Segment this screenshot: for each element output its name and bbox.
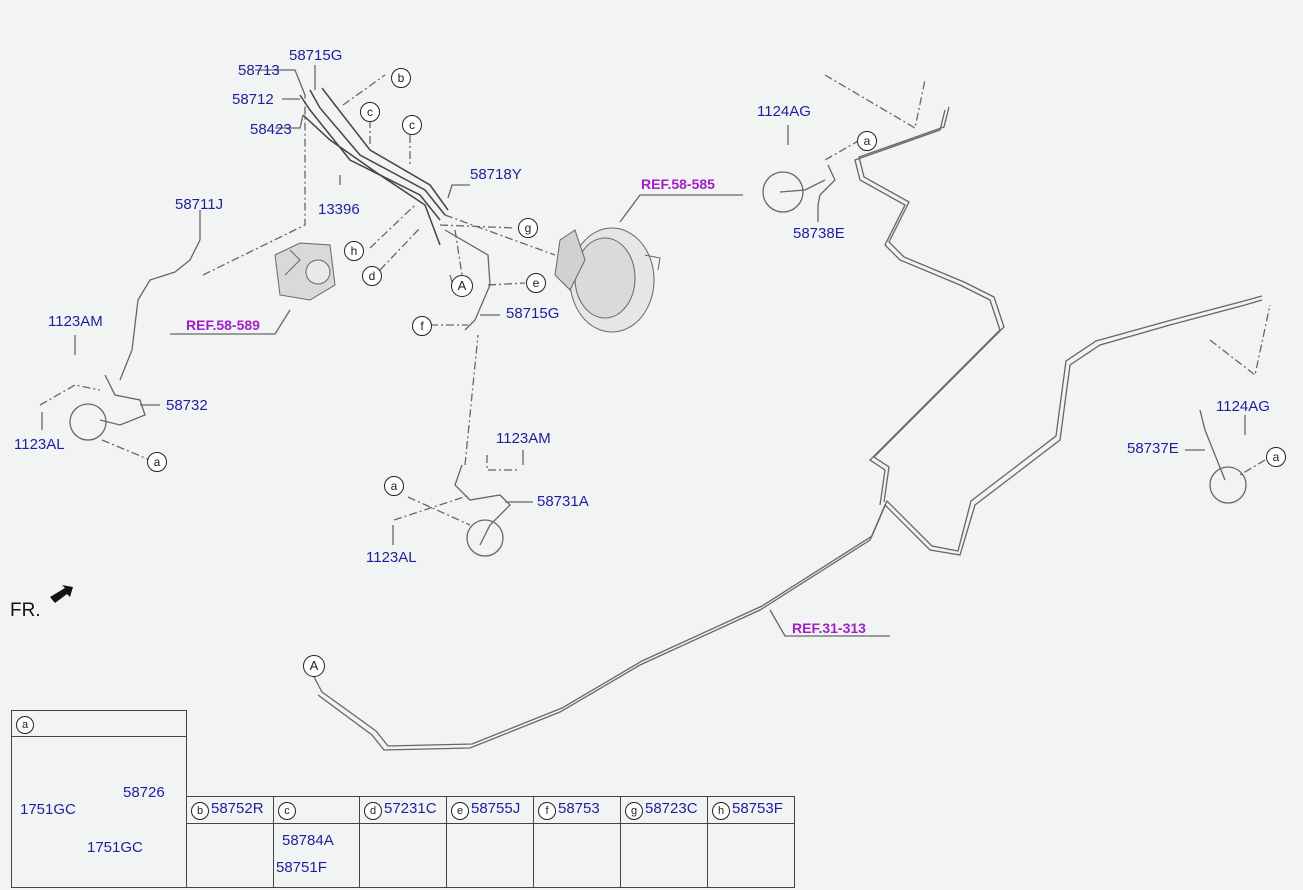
front-indicator: FR. — [10, 600, 41, 621]
label-1124AG-right: 1124AG — [1216, 398, 1270, 415]
legend-cell-g-part: 58723C — [645, 800, 698, 817]
label-1123AL-left: 1123AL — [14, 436, 65, 453]
label-58715G-mid: 58715G — [506, 305, 560, 322]
legend-cell-c-part-58784A: 58784A — [282, 832, 334, 849]
legend-label-1751GC-bottom: 1751GC — [87, 839, 143, 856]
callout-a-right: a — [1266, 447, 1286, 467]
legend-label-58726: 58726 — [123, 784, 165, 801]
legend-cell-f-part: 58753 — [558, 800, 600, 817]
legend-cell-f-letter: f — [538, 802, 556, 820]
callout-c-1: c — [360, 102, 380, 122]
label-58737E: 58737E — [1127, 440, 1179, 457]
label-58423: 58423 — [250, 121, 292, 138]
ref-58-589-link[interactable]: REF.58-589 — [186, 317, 260, 333]
abs-module-illustration — [274, 242, 336, 301]
label-1123AL-mid: 1123AL — [366, 549, 417, 566]
callout-A-1: A — [451, 275, 473, 297]
legend-label-1751GC-top: 1751GC — [20, 801, 76, 818]
callout-c-2: c — [402, 115, 422, 135]
label-13396: 13396 — [318, 201, 360, 218]
label-1124AG-top: 1124AG — [757, 103, 811, 120]
legend-cell-c: c 58784A 58751F — [274, 797, 360, 888]
legend-box-a: a 1751GC 58726 1751GC — [11, 710, 187, 888]
legend-cell-g-letter: g — [625, 802, 643, 820]
label-58713: 58713 — [238, 62, 280, 79]
callout-d: d — [362, 266, 382, 286]
legend-cell-h-letter: h — [712, 802, 730, 820]
label-1123AM-left: 1123AM — [48, 313, 103, 330]
label-58731A: 58731A — [537, 493, 589, 510]
legend-box-a-letter: a — [16, 716, 34, 734]
label-58715G-top: 58715G — [289, 47, 343, 64]
legend-cell-c-letter: c — [278, 802, 296, 820]
legend-cell-h-part: 58753F — [732, 800, 783, 817]
callout-a-mid: a — [384, 476, 404, 496]
callout-a-left: a — [147, 452, 167, 472]
label-58718Y: 58718Y — [470, 166, 522, 183]
legend-cell-b-letter: b — [191, 802, 209, 820]
legend-cell-d-part: 57231C — [384, 800, 437, 817]
legend-cell-e-letter: e — [451, 802, 469, 820]
label-58712: 58712 — [232, 91, 274, 108]
callout-g: g — [518, 218, 538, 238]
ref-31-313-link[interactable]: REF.31-313 — [792, 620, 866, 636]
ref-58-585-link[interactable]: REF.58-585 — [641, 176, 715, 192]
callout-b: b — [391, 68, 411, 88]
brake-booster-illustration — [554, 227, 661, 333]
front-arrow-icon — [50, 585, 73, 603]
legend-box-a-header: a — [12, 711, 186, 737]
label-1123AM-mid: 1123AM — [496, 430, 551, 447]
callout-a-top: a — [857, 131, 877, 151]
callout-A-2: A — [303, 655, 325, 677]
callout-f: f — [412, 316, 432, 336]
legend-cell-e-part: 58755J — [471, 800, 521, 817]
legend-cell-b-part: 58752R — [211, 800, 264, 817]
label-58738E: 58738E — [793, 225, 845, 242]
legend-cell-c-part-58751F: 58751F — [276, 859, 327, 876]
callout-h: h — [344, 241, 364, 261]
callout-e: e — [526, 273, 546, 293]
legend-cell-d-letter: d — [364, 802, 382, 820]
label-58711J: 58711J — [175, 196, 224, 213]
label-58732: 58732 — [166, 397, 208, 414]
